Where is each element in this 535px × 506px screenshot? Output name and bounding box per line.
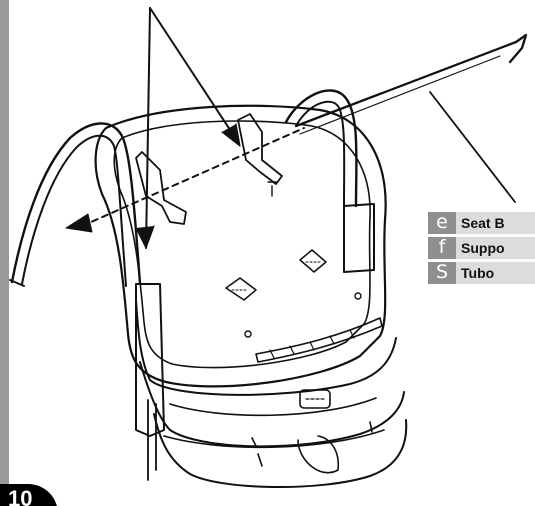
legend-item-support: f Suppo [428, 237, 535, 259]
page-number: 10 [0, 484, 58, 506]
legend-letter: e [428, 212, 456, 234]
tube-rod [294, 33, 528, 128]
dashed-insert-arrow [81, 127, 305, 227]
legend-label: Tubo [461, 265, 495, 281]
legend-label: Seat B [461, 215, 505, 231]
harness-slot-left [135, 151, 187, 225]
harness-slot-right [237, 113, 283, 185]
legend-item-tube: S Tubo [428, 262, 535, 284]
legend-letter: f [428, 237, 456, 259]
callout-line-tube [429, 91, 516, 203]
legend-label: Suppo [461, 240, 505, 256]
callout-line-right [149, 7, 239, 143]
legend-letter: S [428, 262, 456, 284]
callout-line-left [145, 7, 151, 249]
legend-item-seat: e Seat B [428, 212, 535, 234]
support-arm-right [284, 89, 358, 208]
parts-legend: e Seat B f Suppo S Tubo [428, 212, 535, 287]
seat-shell [94, 104, 387, 388]
page-edge-bar [0, 0, 9, 506]
support-arm-left [10, 122, 142, 286]
